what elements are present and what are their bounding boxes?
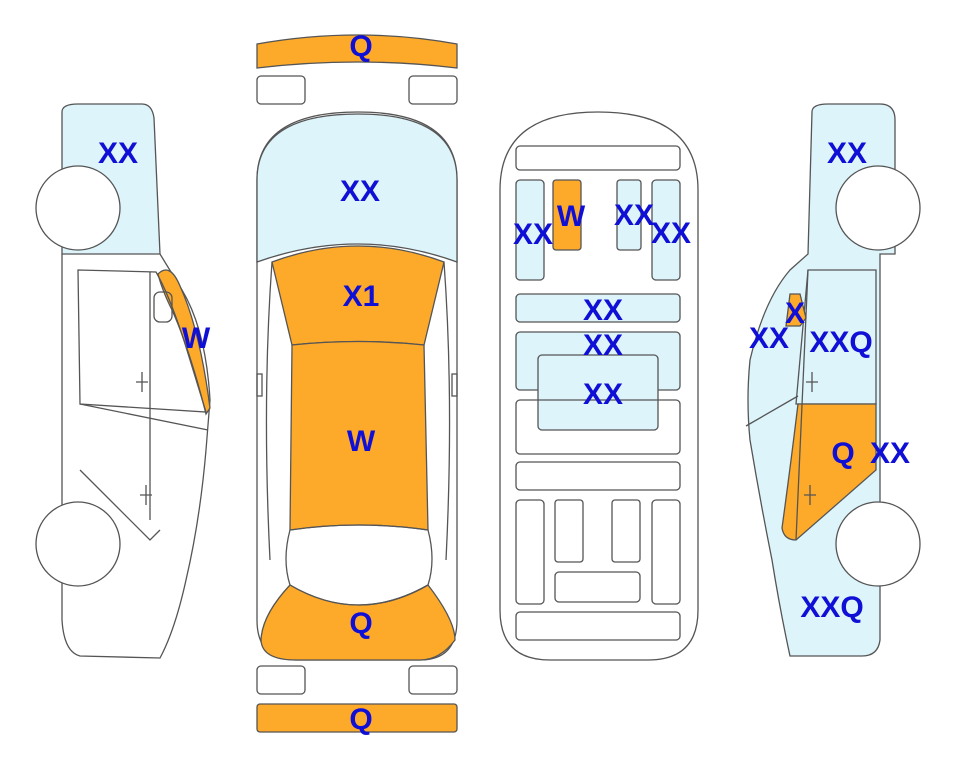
front-left-light: [256, 75, 306, 105]
interior-front-right-panel[interactable]: [651, 179, 681, 281]
right-body-line: [443, 261, 451, 561]
interior-view: [499, 111, 699, 661]
label-right-rear-fender: XXQ: [800, 591, 863, 624]
label-hood: XX: [340, 175, 380, 208]
label-int-front-mid: XX: [614, 199, 654, 232]
label-front-bumper: Q: [349, 30, 372, 63]
hood-panel[interactable]: [256, 113, 458, 263]
label-int-front-right: XX: [651, 217, 691, 250]
left-mirror: [153, 291, 173, 323]
right-rear-wheel: [835, 501, 921, 587]
interior-front-mid-panel[interactable]: [616, 179, 642, 251]
interior-cargo-mid: [554, 571, 641, 603]
interior-cargo-right: [651, 499, 681, 605]
right-door-split: [795, 269, 809, 541]
right-front-wheel: [835, 165, 921, 251]
right-mirror-top: [451, 373, 458, 397]
right-door-handle-rear: [804, 485, 816, 505]
interior-trunk: [515, 611, 681, 641]
interior-dash-panel[interactable]: [515, 293, 681, 323]
left-body-line: [265, 261, 273, 561]
left-window-frame: [77, 269, 207, 413]
interior-center-panel[interactable]: [537, 354, 659, 431]
interior-rear-bench: [515, 461, 681, 491]
label-windshield: X1: [343, 280, 380, 313]
rear-right-light: [408, 665, 458, 695]
left-rear-wheel: [35, 501, 121, 587]
left-side-view: [35, 103, 211, 659]
right-mirror-panel[interactable]: [785, 293, 807, 327]
right-door-handle-front: [806, 372, 818, 392]
label-left-a-pillar: W: [182, 322, 211, 355]
label-int-front-seat: W: [557, 200, 586, 233]
label-int-center: XX: [583, 378, 623, 411]
front-right-light: [408, 75, 458, 105]
interior-cargo-seat-right: [611, 499, 641, 563]
label-right-front-pillar: XX: [749, 322, 789, 355]
label-left-front-fender: XX: [98, 137, 138, 170]
left-beltline: [79, 403, 209, 431]
interior-outline: [499, 111, 699, 661]
label-roof: W: [347, 425, 376, 458]
label-right-front-fender: XX: [827, 137, 867, 170]
right-side-view: [745, 103, 921, 657]
left-a-pillar-panel[interactable]: [157, 269, 211, 416]
label-rear-bumper: Q: [349, 703, 372, 736]
label-right-mirror: X: [785, 297, 805, 330]
label-right-front-door: XXQ: [809, 326, 872, 359]
left-door-handle-front: [136, 372, 148, 392]
top-view: [256, 34, 458, 733]
interior-dash-top: [515, 145, 681, 171]
label-trunk-lid: Q: [349, 607, 372, 640]
left-mirror-top: [256, 373, 263, 397]
interior-front-left-panel[interactable]: [515, 179, 545, 281]
interior-cargo-left: [515, 499, 545, 605]
damage-code-labels: Q XX X1 W Q Q XX W XX W XX XX XX XX XX X…: [98, 30, 910, 736]
interior-front-seat-panel[interactable]: [552, 179, 582, 251]
label-int-dash: XX: [583, 294, 623, 327]
label-right-rear-door: Q: [831, 437, 854, 470]
label-right-rear-quarter: XX: [870, 437, 910, 470]
interior-rear-row: [515, 399, 681, 455]
rear-bumper-panel[interactable]: [256, 703, 458, 733]
left-door-handle-rear: [140, 485, 152, 505]
rear-left-light: [256, 665, 306, 695]
label-int-front-left: XX: [513, 218, 553, 251]
rear-window: [285, 524, 433, 606]
interior-cargo-seat-left: [554, 499, 584, 563]
left-front-wheel: [35, 165, 121, 251]
left-lower-door: [79, 469, 161, 541]
label-int-second-row: XX: [583, 329, 623, 362]
right-rear-door-panel[interactable]: [781, 403, 877, 541]
left-body-outline: [61, 253, 211, 659]
right-beltline: [745, 395, 799, 427]
front-bumper-panel[interactable]: [256, 34, 458, 69]
